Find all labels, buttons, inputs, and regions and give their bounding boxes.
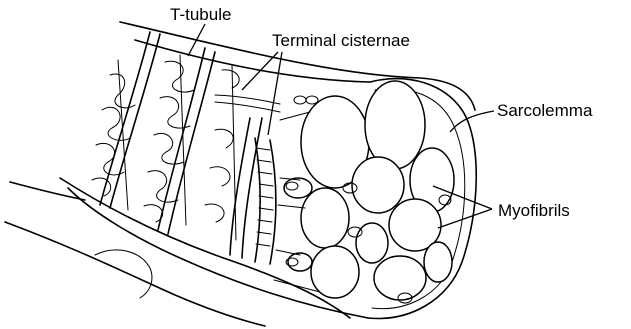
myofibril-cross-sections bbox=[284, 81, 454, 300]
myofibril bbox=[301, 188, 349, 248]
sarcolemma-pointer bbox=[450, 111, 494, 132]
terminal-cisternae-pointer bbox=[242, 52, 282, 135]
myofibril bbox=[311, 246, 359, 298]
myofibril bbox=[288, 253, 312, 271]
label-sarcolemma: Sarcolemma bbox=[497, 101, 593, 120]
myofibril bbox=[365, 81, 425, 169]
t-tubule-pointer bbox=[188, 24, 205, 56]
sarcoplasmic-reticulum-network bbox=[92, 55, 239, 240]
label-terminal-cisternae: Terminal cisternae bbox=[272, 31, 410, 50]
label-t-tubule: T-tubule bbox=[170, 5, 231, 24]
myofibril bbox=[352, 157, 404, 213]
myofibril bbox=[374, 256, 426, 300]
myofibril bbox=[284, 178, 312, 198]
label-myofibrils: Myofibrils bbox=[498, 201, 570, 220]
myofibril bbox=[424, 242, 452, 282]
